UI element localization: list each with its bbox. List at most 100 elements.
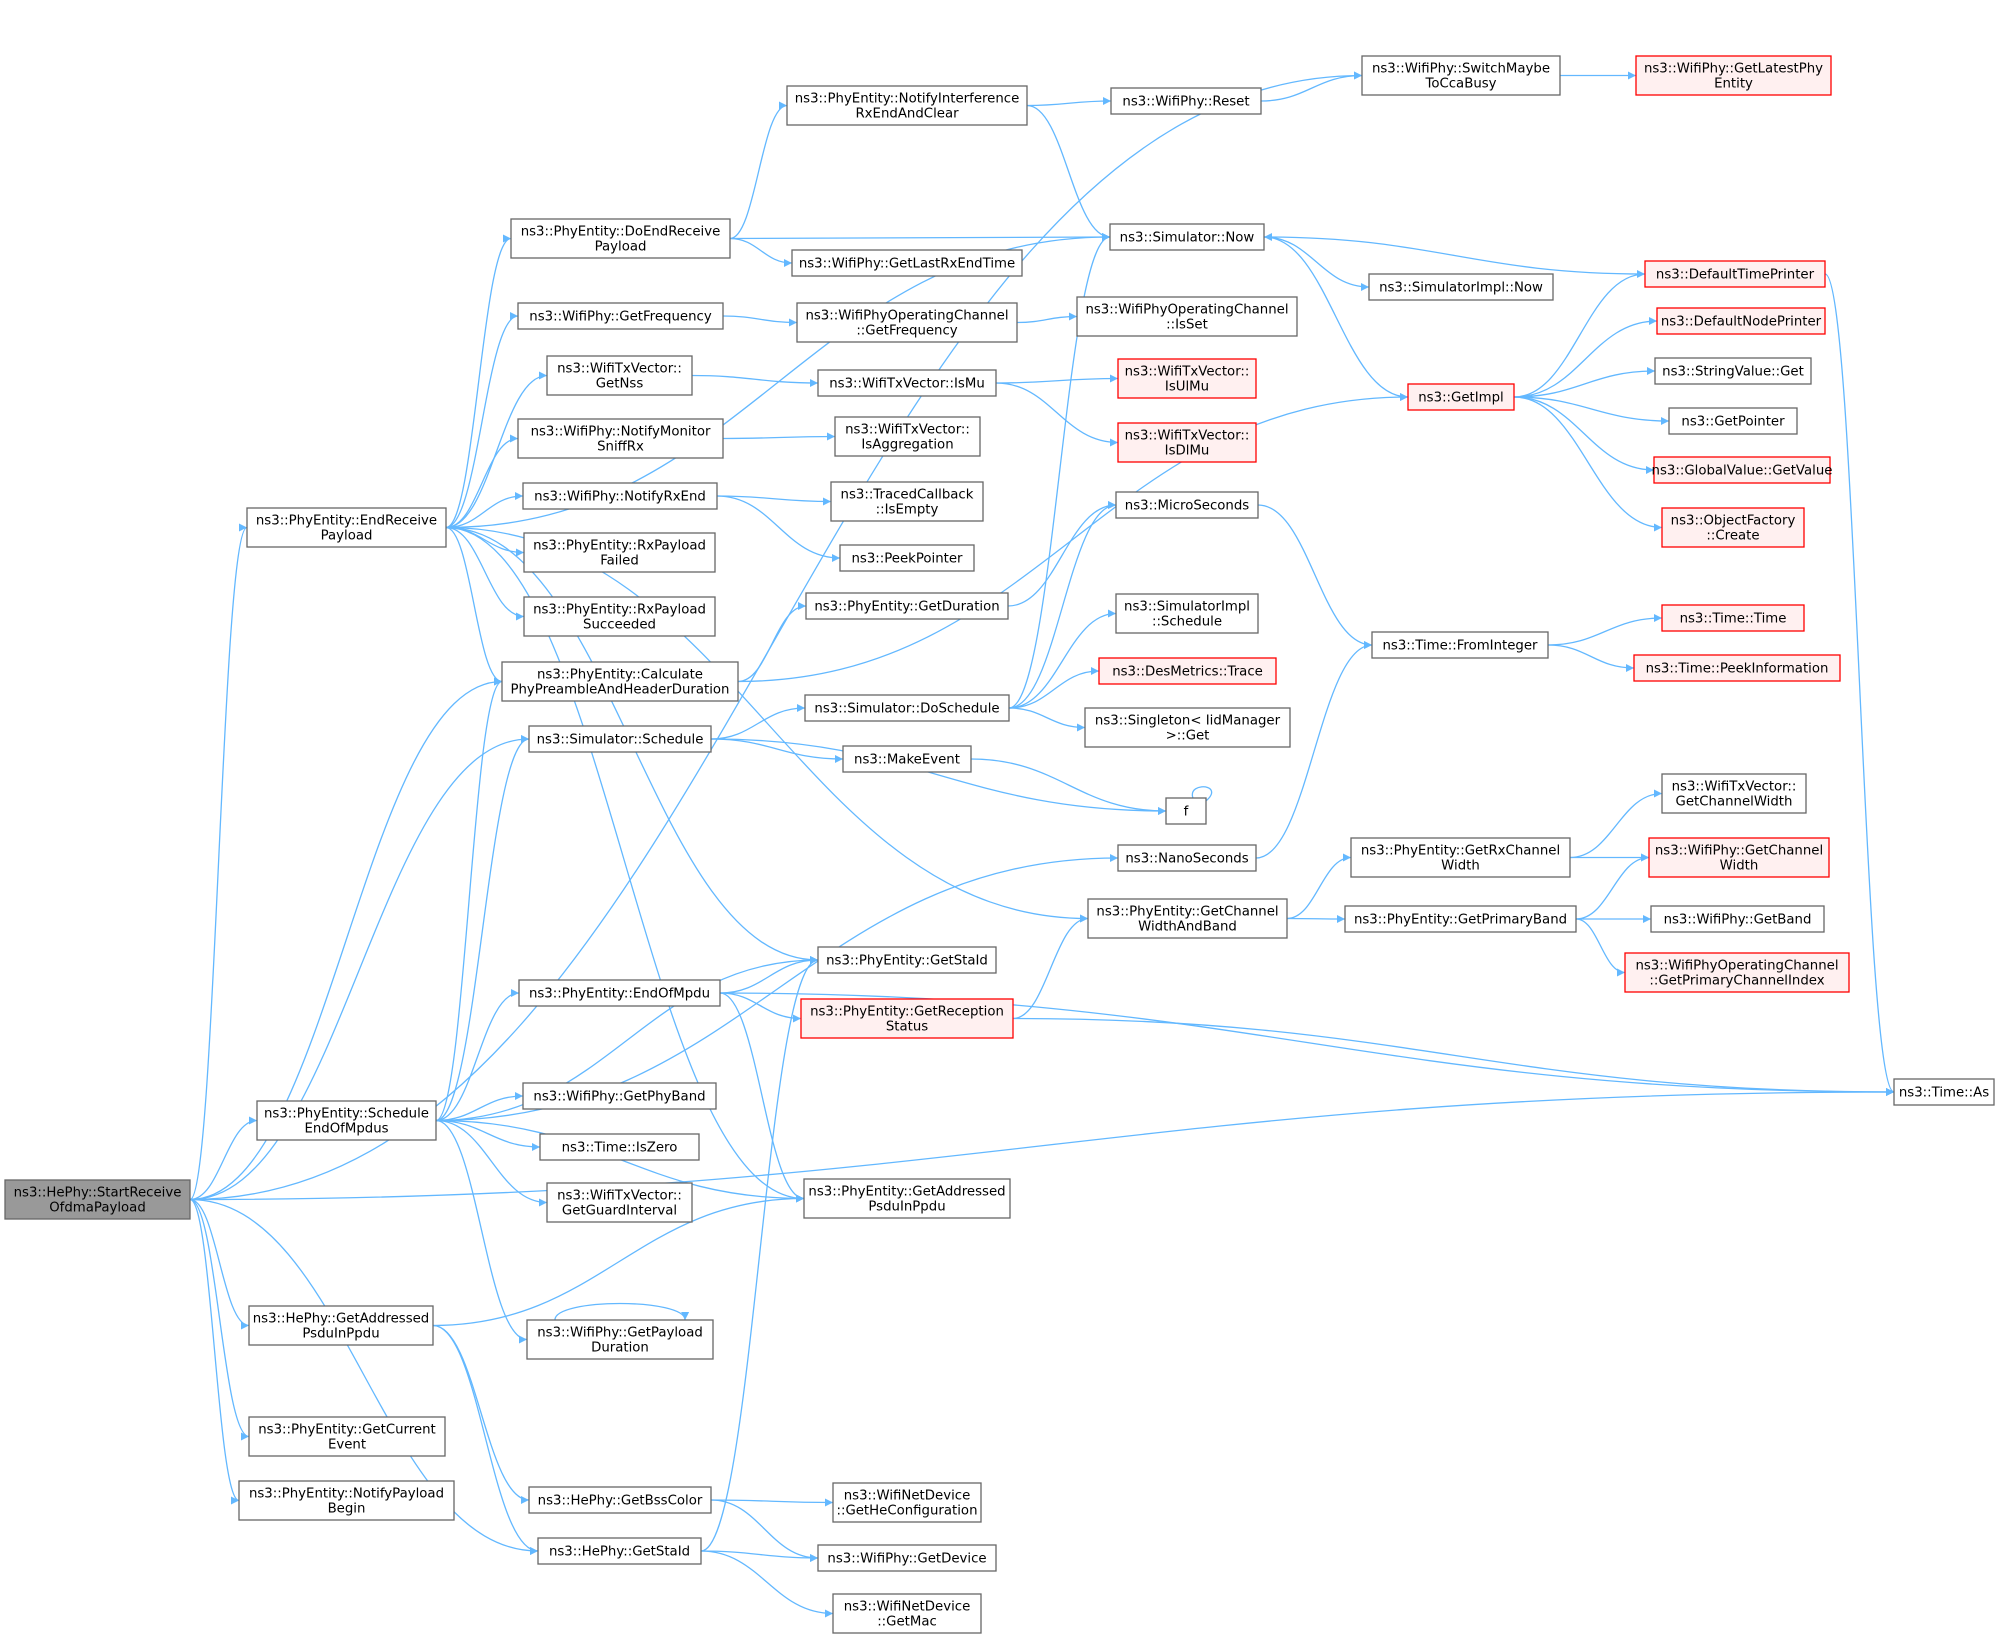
node-label: Begin	[328, 1502, 366, 1517]
edge-line	[1257, 504, 1373, 649]
node-nanosec[interactable]: ns3::NanoSeconds	[1117, 844, 1257, 872]
node-tracedempty[interactable]: ns3::TracedCallback::IsEmpty	[830, 481, 984, 522]
node-timeas[interactable]: ns3::Time::As	[1893, 1078, 1995, 1106]
edge-line	[1260, 71, 1363, 102]
node-heconf[interactable]: ns3::WifiNetDevice::GetHeConfiguration	[832, 1482, 982, 1523]
node-label: ns3::Time::PeekInformation	[1646, 662, 1829, 677]
edge-getchanwb-to-getprimband	[1286, 914, 1346, 923]
edge-simnow-to-getimpl	[1263, 236, 1409, 401]
node-hegetbss[interactable]: ns3::HePhy::GetBssColor	[528, 1486, 712, 1514]
node-notifyinterf[interactable]: ns3::PhyEntity::NotifyInterferenceRxEndA…	[786, 85, 1028, 126]
node-doschedule[interactable]: ns3::Simulator::DoSchedule	[804, 694, 1010, 722]
node-pegetstaid[interactable]: ns3::PhyEntity::GetStaId	[817, 946, 997, 974]
edge-line	[435, 1119, 528, 1344]
node-wpgetchanw[interactable]: ns3::WifiPhy::GetChannelWidth	[1648, 837, 1830, 878]
node-notifyrxend[interactable]: ns3::WifiPhy::NotifyRxEnd	[522, 482, 718, 510]
node-strvalget[interactable]: ns3::StringValue::Get	[1654, 357, 1812, 385]
node-label: ns3::Simulator::Schedule	[537, 733, 704, 748]
node-getpointer[interactable]: ns3::GetPointer	[1668, 407, 1798, 435]
edge-hegetaddr-to-pegetaddr	[432, 1194, 805, 1327]
edge-hegetstaid-to-getdevice	[700, 1550, 819, 1562]
edge-line	[445, 312, 519, 529]
node-isaggr[interactable]: ns3::WifiTxVector::IsAggregation	[834, 416, 981, 457]
node-label: ns3::WifiPhy::GetLastRxEndTime	[799, 257, 1015, 272]
node-getphyband[interactable]: ns3::WifiPhy::GetPhyBand	[522, 1082, 717, 1110]
node-getmac[interactable]: ns3::WifiNetDevice::GetMac	[832, 1593, 982, 1634]
node-f[interactable]: f	[1165, 797, 1207, 825]
node-makeevent[interactable]: ns3::MakeEvent	[842, 745, 972, 773]
node-label: Failed	[600, 554, 639, 569]
node-simschedule[interactable]: ns3::Simulator::Schedule	[528, 725, 712, 753]
node-pegetduration[interactable]: ns3::PhyEntity::GetDuration	[805, 592, 1009, 620]
node-getchanwidthtx[interactable]: ns3::WifiTxVector::GetChannelWidth	[1661, 773, 1807, 814]
node-simimplsched[interactable]: ns3::SimulatorImpl::Schedule	[1115, 593, 1259, 634]
node-peekinfo[interactable]: ns3::Time::PeekInformation	[1633, 654, 1841, 682]
node-label: ::GetMac	[877, 1615, 937, 1630]
node-getimpl[interactable]: ns3::GetImpl	[1407, 383, 1515, 411]
edge-endofmpdu-to-pegetaddr	[719, 992, 805, 1203]
node-timetime[interactable]: ns3::Time::Time	[1661, 604, 1805, 632]
edge-line	[1513, 367, 1656, 398]
edge-getprimband-to-primchanidx	[1575, 918, 1626, 977]
node-wpgetband[interactable]: ns3::WifiPhy::GetBand	[1650, 905, 1825, 933]
node-isulmu[interactable]: ns3::WifiTxVector::IsUlMu	[1117, 358, 1257, 399]
node-wpreset[interactable]: ns3::WifiPhy::Reset	[1110, 87, 1262, 115]
node-primchanidx[interactable]: ns3::WifiPhyOperatingChannel::GetPrimary…	[1624, 952, 1850, 993]
node-microsec[interactable]: ns3::MicroSeconds	[1115, 491, 1259, 519]
node-gvgetvalue[interactable]: ns3::GlobalValue::GetValue	[1652, 456, 1833, 484]
node-getlastrx[interactable]: ns3::WifiPhy::GetLastRxEndTime	[791, 249, 1023, 277]
node-hegetstaid[interactable]: ns3::HePhy::GetStaId	[537, 1537, 702, 1565]
edge-line	[719, 992, 802, 1023]
node-getprimband[interactable]: ns3::PhyEntity::GetPrimaryBand	[1344, 905, 1577, 933]
node-deftimeprinter[interactable]: ns3::DefaultTimePrinter	[1644, 260, 1826, 288]
edge-line	[189, 1198, 250, 1330]
edge-root-to-timeas	[189, 1088, 1895, 1201]
node-objfactory[interactable]: ns3::ObjectFactory::Create	[1661, 507, 1805, 548]
edge-endrecv-to-notifymonitor	[445, 434, 519, 529]
node-txgetnss[interactable]: ns3::WifiTxVector::GetNss	[546, 355, 693, 396]
node-singletonget[interactable]: ns3::Singleton< IidManager>::Get	[1084, 707, 1291, 748]
node-box	[246, 507, 447, 548]
node-simimplnow[interactable]: ns3::SimulatorImpl::Now	[1368, 273, 1554, 301]
node-simnow[interactable]: ns3::Simulator::Now	[1109, 223, 1265, 251]
node-calcpre[interactable]: ns3::PhyEntity::CalculatePhyPreambleAndH…	[501, 661, 739, 702]
node-box	[1661, 507, 1805, 548]
node-timeiszero[interactable]: ns3::Time::IsZero	[539, 1133, 700, 1161]
edge-getpayloaddur-to-getpayloaddur	[554, 1302, 690, 1321]
node-timefromint[interactable]: ns3::Time::FromInteger	[1371, 631, 1549, 659]
edge-timefromint-to-peekinfo	[1547, 644, 1635, 672]
node-opgetfreq[interactable]: ns3::WifiPhyOperatingChannel::GetFrequen…	[796, 302, 1018, 343]
node-opisset[interactable]: ns3::WifiPhyOperatingChannel::IsSet	[1076, 296, 1298, 337]
edge-schedend-to-pegetstaid	[435, 956, 819, 1122]
node-isdlmu[interactable]: ns3::WifiTxVector::IsDlMu	[1117, 422, 1257, 463]
node-box	[1893, 1078, 1995, 1106]
node-defnodeprinter[interactable]: ns3::DefaultNodePrinter	[1656, 307, 1826, 335]
node-peekpointer[interactable]: ns3::PeekPointer	[839, 544, 975, 572]
node-ismu[interactable]: ns3::WifiTxVector::IsMu	[817, 369, 997, 397]
node-getguard[interactable]: ns3::WifiTxVector::GetGuardInterval	[546, 1182, 693, 1223]
node-box	[1165, 797, 1207, 825]
node-endofmpdu[interactable]: ns3::PhyEntity::EndOfMpdu	[518, 979, 721, 1007]
edge-line	[445, 492, 524, 529]
node-wpgetfreq[interactable]: ns3::WifiPhy::GetFrequency	[517, 302, 724, 330]
node-getdevice[interactable]: ns3::WifiPhy::GetDevice	[817, 1544, 997, 1572]
node-destrace[interactable]: ns3::DesMetrics::Trace	[1098, 657, 1277, 685]
